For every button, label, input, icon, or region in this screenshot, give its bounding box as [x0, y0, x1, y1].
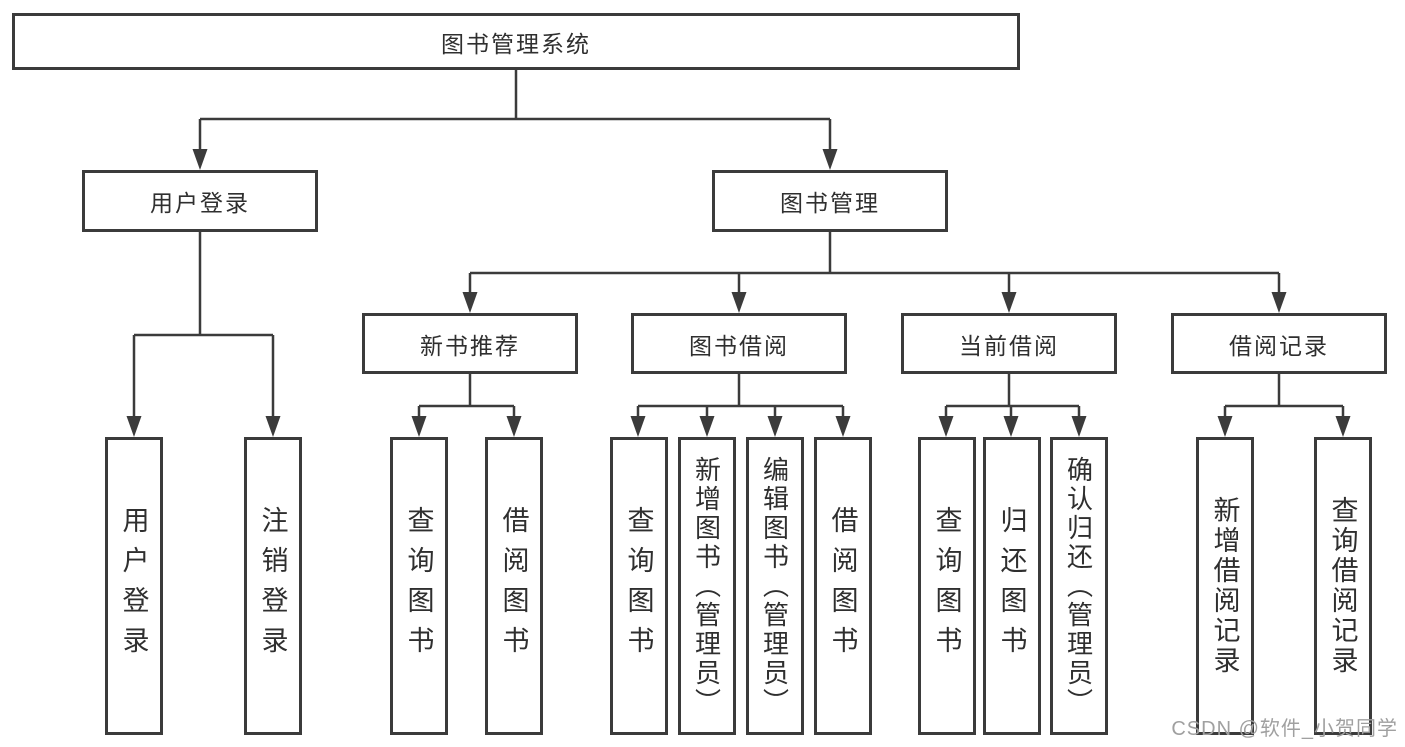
node-current-borrowing: 当前借阅 — [901, 313, 1117, 374]
leaf-logout: 注销登录 — [244, 437, 302, 735]
leaf-user-login: 用户登录 — [105, 437, 163, 735]
arrowheads — [126, 149, 1351, 437]
leaf-borrowing-query-book: 查询图书 — [610, 437, 668, 735]
leaf-edit-book-admin: 编辑图书（管理员） — [746, 437, 804, 735]
node-library-system: 图书管理系统 — [12, 13, 1020, 70]
leaf-borrowing-borrow-book: 借阅图书 — [814, 437, 872, 735]
leaf-current-query-book: 查询图书 — [918, 437, 976, 735]
node-book-management: 图书管理 — [712, 170, 948, 232]
node-new-book-recommend: 新书推荐 — [362, 313, 578, 374]
leaf-add-borrow-record: 新增借阅记录 — [1196, 437, 1254, 735]
leaf-recommend-query-book: 查询图书 — [390, 437, 448, 735]
node-book-borrowing: 图书借阅 — [631, 313, 847, 374]
connector-paths — [132, 70, 1345, 419]
leaf-confirm-return-admin: 确认归还（管理员） — [1050, 437, 1108, 735]
node-borrow-records: 借阅记录 — [1171, 313, 1387, 374]
leaf-return-book: 归还图书 — [983, 437, 1041, 735]
leaf-query-borrow-record: 查询借阅记录 — [1314, 437, 1372, 735]
leaf-recommend-borrow-book: 借阅图书 — [485, 437, 543, 735]
csdn-watermark: CSDN @软件_小贺同学 — [1171, 718, 1398, 740]
leaf-add-book-admin: 新增图书（管理员） — [678, 437, 736, 735]
node-user-login: 用户登录 — [82, 170, 318, 232]
